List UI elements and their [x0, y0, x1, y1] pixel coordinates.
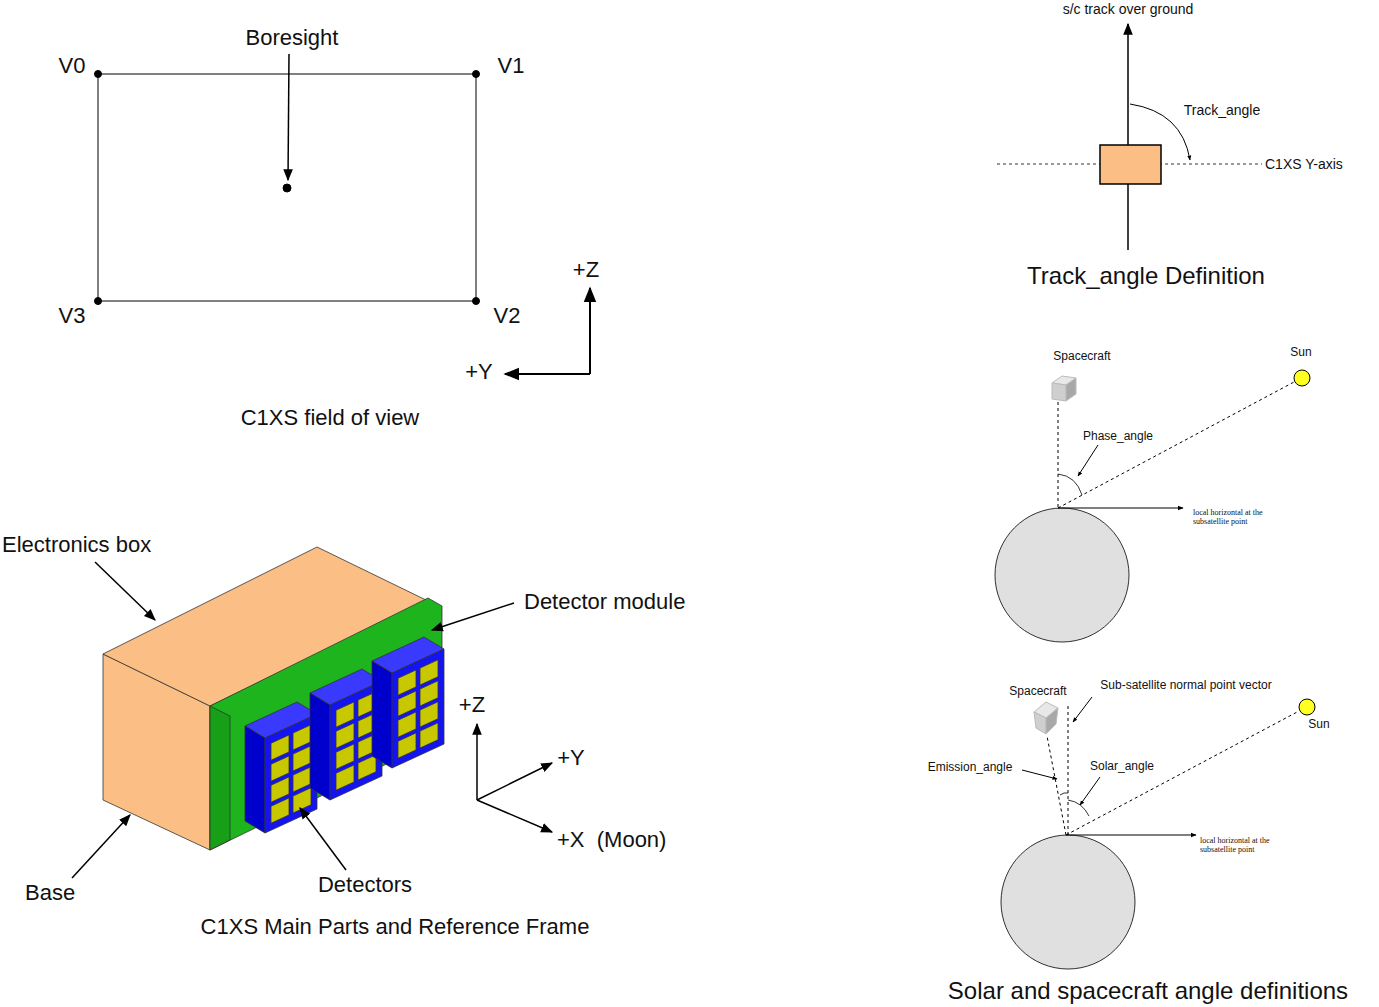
angle-label: Track_angle [1184, 102, 1261, 118]
axis-label: s/c track over ground [1063, 1, 1194, 17]
axis-label: +X (Moon) [557, 827, 666, 852]
panel-caption: Track_angle Definition [1027, 262, 1265, 290]
object-label: Sun [1308, 718, 1329, 732]
detector-block [293, 725, 311, 750]
detector-block [358, 755, 376, 780]
angle-label: Phase_angle [1083, 430, 1153, 444]
object-label: Spacecraft [1009, 685, 1066, 699]
instrument-drawing [103, 547, 444, 850]
vertex-label: V2 [494, 303, 521, 328]
detector-block [293, 746, 311, 771]
vector-label: Sub-satellite normal point vector [1100, 679, 1271, 693]
detector-block [336, 765, 354, 790]
detector-block [398, 733, 416, 758]
detector-block [271, 777, 289, 802]
detector-block [245, 726, 265, 833]
vertex-label: V1 [498, 53, 525, 78]
track-angle-drawing [997, 24, 1262, 250]
detector-block [398, 670, 416, 695]
detector-block [398, 691, 416, 716]
axis-label: C1XS Y-axis [1265, 156, 1343, 172]
phase-angle-drawing [995, 370, 1310, 642]
angle-label: Emission_angle [928, 761, 1013, 775]
axis-label: +Y [557, 745, 585, 770]
detector-block [271, 798, 289, 823]
detector-block [310, 693, 330, 800]
detector-block [336, 723, 354, 748]
detector-block [420, 723, 438, 748]
detector-block [420, 660, 438, 685]
part-name: Base [25, 880, 75, 905]
detector-block [420, 681, 438, 706]
detector-block [372, 661, 392, 768]
detector-block [271, 756, 289, 781]
detector-block [293, 788, 311, 813]
detector-block [293, 767, 311, 792]
detector-block [336, 702, 354, 727]
axes-and-leaders [72, 562, 552, 878]
object-label: Sun [1290, 346, 1311, 360]
object-label: Spacecraft [1053, 350, 1110, 364]
detector-block [271, 735, 289, 760]
part-name: Detector module [524, 589, 685, 614]
panel-caption: C1XS Main Parts and Reference Frame [201, 914, 590, 939]
part-name: Detectors [318, 872, 412, 897]
detector-block [265, 714, 317, 833]
detector-block [336, 744, 354, 769]
axis-note: local horizontal at the subsatellite poi… [1193, 508, 1283, 526]
axis-label: +Z [459, 692, 485, 717]
axis-label: +Y [465, 359, 493, 384]
solar-angle-drawing [1001, 697, 1315, 969]
detector-block [420, 702, 438, 727]
detector-block [398, 712, 416, 737]
vertex-label: V0 [59, 53, 86, 78]
fov-panel [95, 54, 591, 374]
panel-caption: C1XS field of view [241, 405, 420, 430]
part-name: Electronics box [2, 532, 151, 557]
axis-note: local horizontal at the subsatellite poi… [1200, 836, 1290, 854]
panel-caption: Solar and spacecraft angle definitions [948, 977, 1348, 1005]
axis-label: +Z [573, 257, 599, 282]
angle-label: Solar_angle [1090, 760, 1154, 774]
detector-block [392, 649, 444, 768]
vertex-label: V3 [59, 303, 86, 328]
boresight-label: Boresight [246, 25, 339, 50]
